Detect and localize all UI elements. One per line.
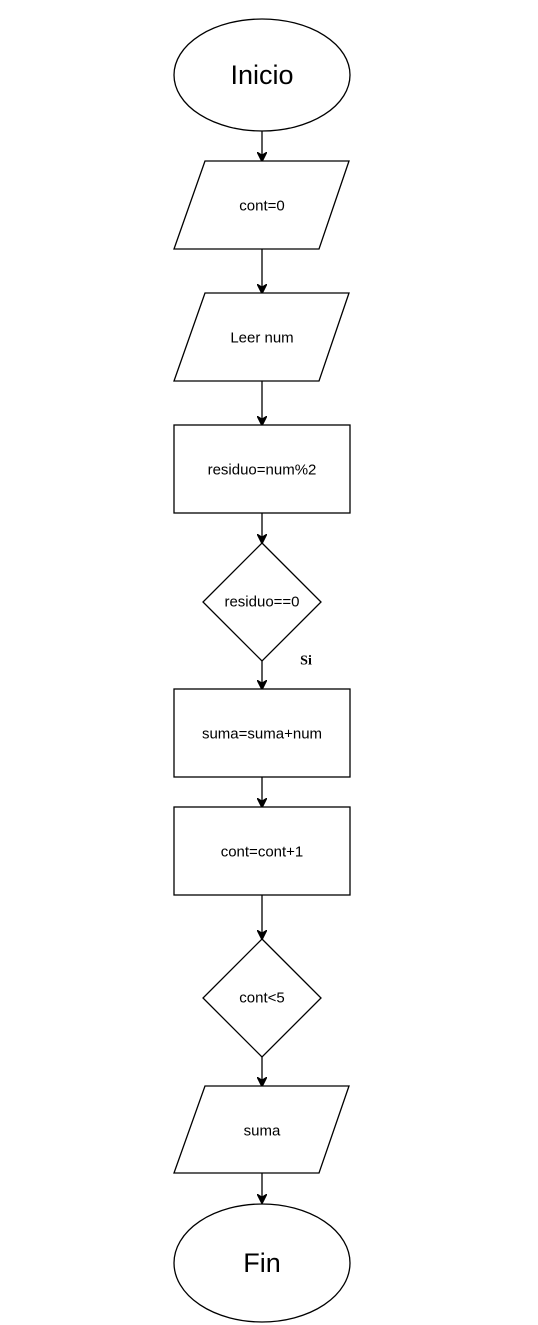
accumulate-sum-node: suma=suma+num [173, 688, 351, 778]
init-counter-node: cont=0 [173, 160, 350, 250]
compute-remainder-node: residuo=num%2 [173, 424, 351, 514]
check-count-label: cont<5 [239, 990, 284, 1007]
read-number-label: Leer num [230, 330, 293, 347]
end-label: Fin [243, 1248, 281, 1278]
check-count-node: cont<5 [202, 938, 322, 1058]
start-ellipse [173, 18, 351, 132]
check-even-label: residuo==0 [224, 594, 299, 611]
check-even-node: residuo==0 [202, 542, 322, 662]
start-label: Inicio [230, 60, 293, 90]
end-terminal: Fin [173, 1203, 351, 1323]
output-sum-node: suma [173, 1085, 350, 1174]
output-sum-parallelogram [173, 1085, 350, 1174]
init-counter-label: cont=0 [239, 198, 284, 215]
increment-counter-node: cont=cont+1 [173, 806, 351, 896]
edge-label-yes: Si [300, 654, 312, 669]
output-sum-label: suma [244, 1123, 281, 1140]
accumulate-sum-label: suma=suma+num [202, 726, 322, 743]
check-count-diamond [202, 938, 322, 1058]
start-terminal: Inicio [173, 18, 351, 132]
compute-remainder-rect [173, 424, 351, 514]
compute-remainder-label: residuo=num%2 [208, 462, 317, 479]
increment-counter-rect [173, 806, 351, 896]
increment-counter-label: cont=cont+1 [221, 844, 304, 861]
read-number-parallelogram [173, 292, 350, 382]
end-ellipse [173, 1203, 351, 1323]
init-counter-parallelogram [173, 160, 350, 250]
read-number-node: Leer num [173, 292, 350, 382]
accumulate-sum-rect [173, 688, 351, 778]
check-even-diamond [202, 542, 322, 662]
